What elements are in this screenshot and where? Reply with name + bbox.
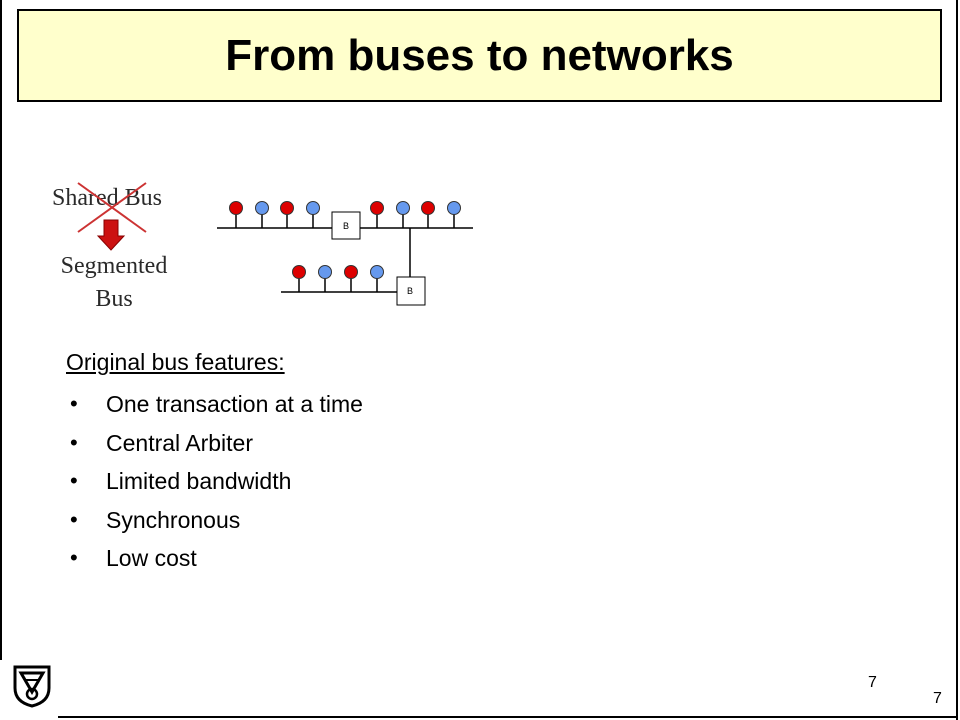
bridge-box-upper (331, 211, 361, 240)
node-blue (255, 201, 269, 215)
segmented-bus-label-line2: Bus (95, 286, 133, 312)
bullet-icon: • (70, 506, 78, 532)
node-red (292, 265, 306, 279)
node-blue (447, 201, 461, 215)
list-item: • Synchronous (66, 501, 486, 540)
down-arrow-icon (96, 219, 126, 251)
slide-title: From buses to networks (225, 30, 734, 80)
bullet-icon: • (70, 468, 78, 493)
node-red (344, 265, 358, 279)
page-number: 7 (868, 674, 877, 691)
feature-text: Limited bandwidth (106, 468, 292, 494)
strike-line-2 (77, 182, 147, 233)
feature-text: One transaction at a time (106, 391, 363, 417)
node-red (421, 201, 435, 215)
slide-border-right (956, 0, 958, 720)
bridge-label-upper: B (343, 221, 349, 231)
node-blue (370, 265, 384, 279)
list-item: • Low cost (66, 539, 486, 578)
node-red (370, 201, 384, 215)
lower-bus-nodes (292, 265, 384, 292)
slide-border-left (0, 0, 2, 660)
slide-border-bottom (58, 716, 958, 718)
bullet-icon: • (70, 391, 78, 416)
upper-bus-nodes (229, 201, 461, 228)
shared-bus-label: Shared Bus (52, 185, 162, 211)
bullet-icon: • (70, 545, 78, 570)
title-box: From buses to networks (17, 9, 942, 102)
features-list: Original bus features: • One transaction… (66, 345, 486, 578)
university-logo-icon (13, 665, 51, 708)
bridge-box-lower (396, 276, 426, 306)
list-item: • Limited bandwidth (66, 462, 486, 501)
node-red (229, 201, 243, 215)
segmented-bus-label-line1: Segmented (60, 253, 168, 279)
feature-text: Central Arbiter (106, 429, 254, 456)
list-item: • One transaction at a time (66, 385, 486, 424)
footer-page-number: 7 (933, 690, 942, 707)
node-red (280, 201, 294, 215)
bullet-icon: • (70, 429, 78, 455)
list-item: • Central Arbiter (66, 424, 486, 463)
feature-text: Synchronous (106, 506, 241, 533)
node-blue (396, 201, 410, 215)
features-heading: Original bus features: (66, 349, 285, 375)
node-blue (306, 201, 320, 215)
bridge-label-lower: B (407, 286, 413, 296)
node-blue (318, 265, 332, 279)
feature-text: Low cost (106, 545, 197, 571)
